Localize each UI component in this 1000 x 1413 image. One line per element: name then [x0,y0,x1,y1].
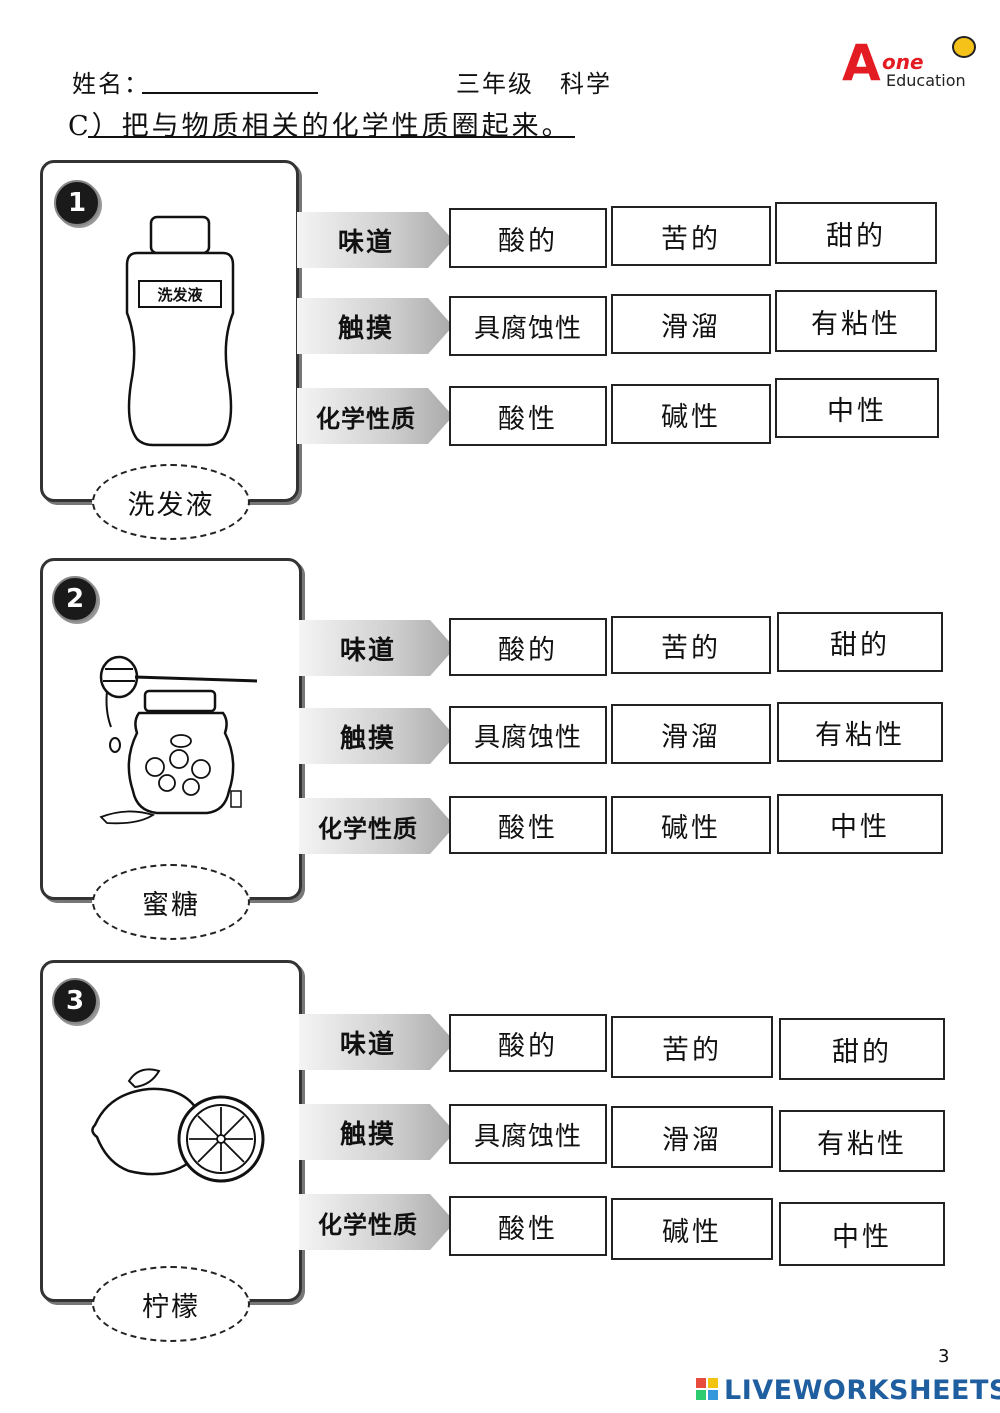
row-label-taste-3: 味道 [299,1014,455,1070]
liveworksheets-logo-icon [696,1378,720,1402]
option-3-chem-2[interactable]: 碱性 [611,1198,773,1260]
option-1-taste-3[interactable]: 甜的 [775,202,937,264]
item-card-2 [40,558,302,900]
option-1-taste-2[interactable]: 苦的 [611,206,771,266]
name-input-line[interactable] [142,92,318,94]
item-number-2: 2 [52,576,98,622]
option-3-taste-2[interactable]: 苦的 [611,1016,773,1078]
row-label-touch-2: 触摸 [299,708,455,764]
row-label-chem-2: 化学性质 [299,798,455,854]
option-2-chem-1[interactable]: 酸性 [449,796,607,854]
bee-icon [952,36,976,58]
logo-one: one [882,50,924,74]
row-label-chem-1: 化学性质 [297,388,453,444]
shampoo-bottle-icon [125,215,235,447]
option-3-touch-3[interactable]: 有粘性 [779,1110,945,1172]
item-number-3: 3 [52,978,98,1024]
a-one-education-logo: A one Education [842,28,982,92]
name-label: 姓名： [72,70,150,98]
option-2-taste-1[interactable]: 酸的 [449,618,607,676]
page-number: 3 [938,1346,950,1367]
option-2-taste-2[interactable]: 苦的 [611,616,771,674]
option-1-taste-1[interactable]: 酸的 [449,208,607,268]
option-2-chem-3[interactable]: 中性 [777,794,943,854]
lemon-icon [91,1068,265,1183]
option-2-touch-2[interactable]: 滑溜 [611,704,771,764]
bottle-label: 洗发液 [157,285,203,304]
option-1-chem-1[interactable]: 酸性 [449,386,607,446]
option-1-touch-1[interactable]: 具腐蚀性 [449,296,607,356]
option-1-chem-2[interactable]: 碱性 [611,384,771,444]
option-1-touch-2[interactable]: 滑溜 [611,294,771,354]
option-2-taste-3[interactable]: 甜的 [777,612,943,672]
option-3-taste-1[interactable]: 酸的 [449,1014,607,1072]
option-3-touch-1[interactable]: 具腐蚀性 [449,1104,607,1164]
item-name-1: 洗发液 [92,464,250,540]
option-2-touch-1[interactable]: 具腐蚀性 [449,706,607,764]
row-label-touch-3: 触摸 [299,1104,455,1160]
option-1-touch-3[interactable]: 有粘性 [775,290,937,352]
item-name-2: 蜜糖 [92,864,250,940]
logo-letter: A [842,34,881,92]
option-2-touch-3[interactable]: 有粘性 [777,702,943,762]
option-3-chem-3[interactable]: 中性 [779,1202,945,1266]
honey-jar-icon [99,655,258,825]
liveworksheets-brand: LIVEWORKSHEETS [724,1375,1000,1406]
option-1-chem-3[interactable]: 中性 [775,378,939,438]
grade-subject: 三年级 科学 [456,70,612,98]
row-label-touch-1: 触摸 [297,298,453,354]
option-3-chem-1[interactable]: 酸性 [449,1196,607,1256]
row-label-taste-2: 味道 [299,620,455,676]
option-2-chem-2[interactable]: 碱性 [611,796,771,854]
logo-sub: Education [886,71,966,90]
row-label-taste-1: 味道 [297,212,453,268]
option-3-touch-2[interactable]: 滑溜 [611,1106,773,1168]
item-name-3: 柠檬 [92,1266,250,1342]
row-label-chem-3: 化学性质 [299,1194,455,1250]
option-3-taste-3[interactable]: 甜的 [779,1018,945,1080]
item-number-1: 1 [54,180,100,226]
